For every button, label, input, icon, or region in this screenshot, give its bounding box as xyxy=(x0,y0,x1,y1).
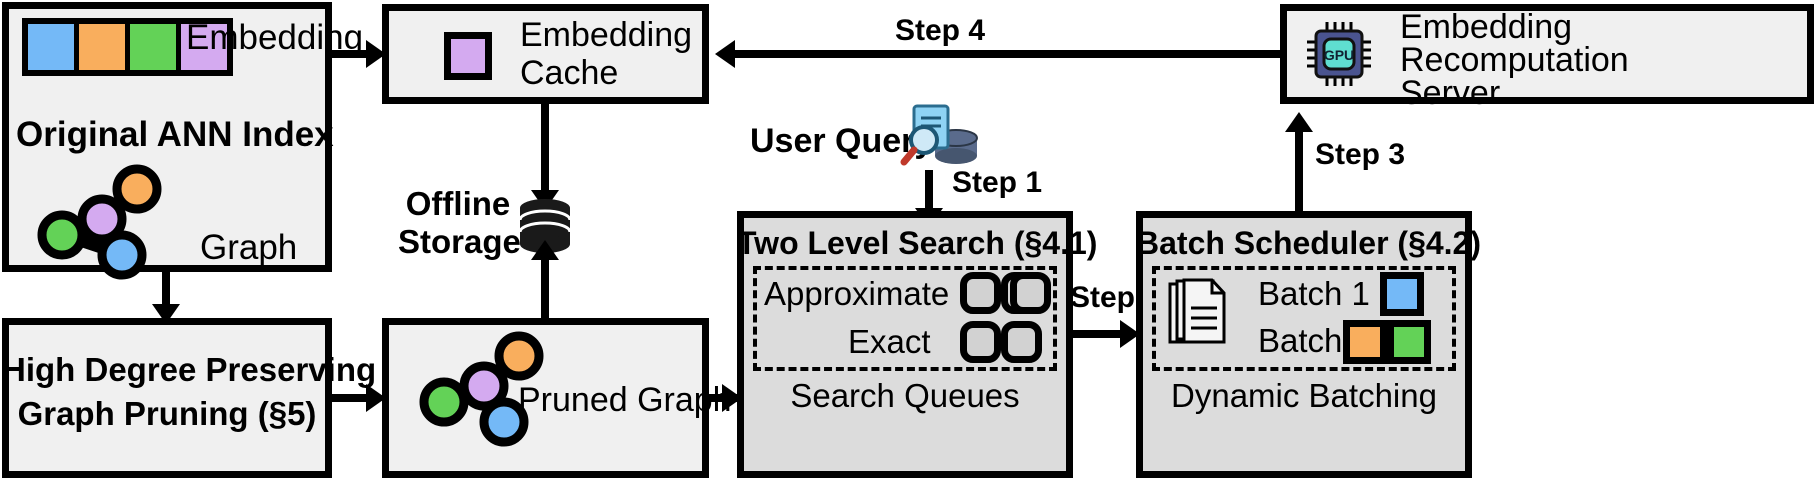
documents-stack-icon xyxy=(1168,278,1228,354)
pruned-graph-label: Pruned Graph xyxy=(518,381,732,419)
search-queues-dashed-region xyxy=(753,266,1057,371)
arrow-ann-to-cache-head xyxy=(366,40,386,68)
query-search-database-icon xyxy=(900,104,980,170)
embedding-cache-label-line2: Cache xyxy=(520,54,619,92)
dynamic-batching-footer: Dynamic Batching xyxy=(1171,377,1437,414)
arrow-ann-to-cache-line xyxy=(332,50,368,58)
batch-1-swatch-blue xyxy=(1380,272,1424,316)
arrow-cache-to-storage-line xyxy=(541,104,549,194)
approximate-row-label: Approximate xyxy=(764,275,950,312)
embedding-cache-label-line1: Embedding xyxy=(520,16,693,54)
step3-label: Step 3 xyxy=(1315,138,1406,171)
embedding-swatch-blue xyxy=(28,24,79,70)
embedding-cache-swatch xyxy=(444,32,492,80)
graph-node-green xyxy=(37,210,87,260)
exact-queue-cell-2 xyxy=(1001,321,1042,363)
arrow-step1-line xyxy=(925,170,933,214)
recomputation-server-line3: Server xyxy=(1400,74,1501,112)
two-level-search-title: Two Level Search (§4.1) xyxy=(737,225,1098,261)
embedding-swatch-purple xyxy=(181,24,227,70)
search-queues-footer: Search Queues xyxy=(790,377,1020,414)
original-ann-index-title: Original ANN Index xyxy=(16,115,334,154)
arrow-step3-line xyxy=(1295,130,1303,211)
arrow-step3-head xyxy=(1285,112,1313,132)
recomputation-server-box xyxy=(1280,4,1814,104)
arrow-pruned-to-storage-head xyxy=(531,240,559,260)
arrow-step2-head xyxy=(1120,320,1140,348)
arrow-pruned-to-storage-line xyxy=(541,258,549,320)
exact-row-label: Exact xyxy=(848,323,931,360)
pruned-graph-svg xyxy=(419,331,544,447)
embedding-swatch-row xyxy=(22,18,233,76)
pruned-node-orange xyxy=(494,331,544,381)
pruned-node-blue xyxy=(479,397,529,447)
ann-index-graph xyxy=(28,163,218,280)
batch-2-swatch-orange xyxy=(1343,320,1387,364)
pruned-node-green xyxy=(419,377,469,427)
arrow-pruning-to-pruned-line xyxy=(332,394,368,402)
graph-node-orange xyxy=(112,164,162,214)
step1-label: Step 1 xyxy=(952,166,1043,199)
graph-pruning-title-line1: High Degree Preserving xyxy=(2,351,377,388)
graph-label: Graph xyxy=(200,228,298,267)
arrow-pruning-to-pruned-head xyxy=(366,384,386,412)
dynamic-batching-dashed-region xyxy=(1152,266,1456,371)
embedding-cache-box xyxy=(382,4,709,104)
offline-storage-label-line1: Offline xyxy=(405,185,511,222)
ann-graph-svg xyxy=(37,164,162,280)
arrow-step2-line xyxy=(1073,330,1129,338)
arrow-step4-head xyxy=(715,40,735,68)
step4-label: Step 4 xyxy=(895,14,986,47)
gpu-chip-icon: GPU xyxy=(1305,20,1377,88)
gpu-icon-text: GPU xyxy=(1324,47,1354,63)
approximate-queue-cell-3 xyxy=(1010,272,1051,314)
batch-scheduler-title: Batch Scheduler (§4.2) xyxy=(1136,225,1481,261)
recomputation-server-line1: Embedding xyxy=(1400,8,1573,46)
batch-1-label: Batch 1 xyxy=(1258,275,1370,312)
graph-node-blue xyxy=(97,230,147,280)
recomputation-server-line2: Recomputation xyxy=(1400,41,1629,79)
graph-pruning-title-line2: Graph Pruning (§5) xyxy=(17,395,317,432)
approximate-queue-cell-1 xyxy=(960,272,1001,314)
graph-node-purple xyxy=(77,194,127,244)
embedding-swatch-green xyxy=(130,24,181,70)
arrow-step4-line xyxy=(735,50,1280,58)
arrow-ann-to-pruning-line xyxy=(162,272,170,308)
graph-pruning-box xyxy=(2,318,332,478)
exact-queue-cell-1 xyxy=(960,321,1001,363)
batch-2-swatch-green xyxy=(1387,320,1431,364)
pruned-graph-svg-wrap xyxy=(410,330,600,447)
offline-storage-label-line2: Storage xyxy=(398,223,521,260)
pruned-node-purple xyxy=(459,361,509,411)
embedding-swatch-orange xyxy=(79,24,130,70)
